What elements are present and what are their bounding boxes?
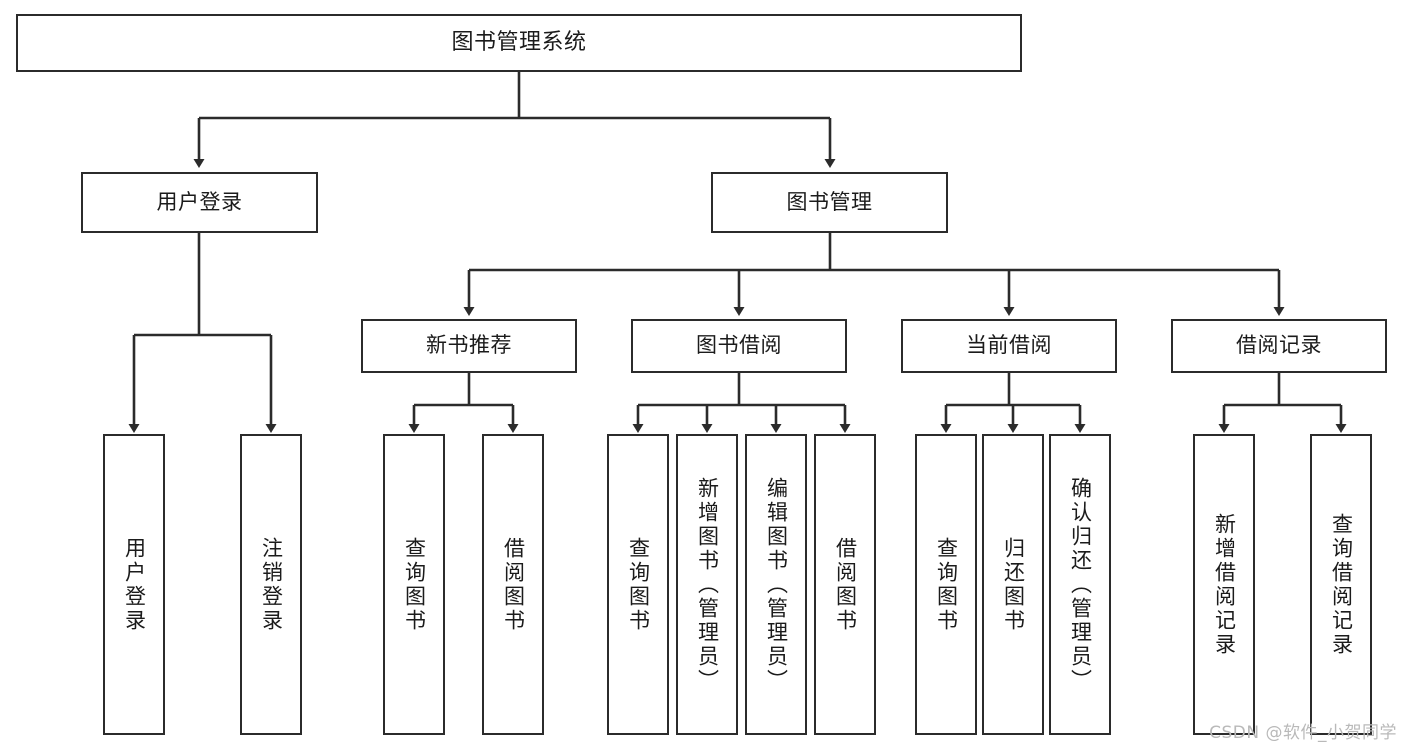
node-label: 查询借阅记录	[1329, 512, 1354, 657]
leaf-user-login-logout[interactable]: 注销登录	[240, 434, 302, 735]
node-label: 用户登录	[156, 189, 243, 214]
node-label: 新书推荐	[426, 333, 512, 358]
node-label: 查询图书	[402, 536, 427, 633]
node-label: 借阅记录	[1236, 333, 1322, 358]
node-label: 确认归还（管理员）	[1068, 476, 1093, 693]
node-label: 新增借阅记录	[1212, 512, 1237, 657]
node-new-book-recommend[interactable]: 新书推荐	[361, 319, 577, 373]
node-user-login[interactable]: 用户登录	[81, 172, 318, 233]
leaf-current-borrow-confirm-return[interactable]: 确认归还（管理员）	[1049, 434, 1111, 735]
node-label: 当前借阅	[966, 333, 1052, 358]
leaf-book-borrow-borrow[interactable]: 借阅图书	[814, 434, 876, 735]
node-label: 借阅图书	[833, 536, 858, 633]
leaf-current-borrow-return[interactable]: 归还图书	[982, 434, 1044, 735]
node-label: 图书借阅	[696, 333, 782, 358]
node-root-system[interactable]: 图书管理系统	[16, 14, 1022, 72]
leaf-book-borrow-add[interactable]: 新增图书（管理员）	[676, 434, 738, 735]
node-label: 归还图书	[1001, 536, 1026, 633]
node-label: 用户登录	[122, 536, 147, 633]
node-label: 查询图书	[626, 536, 651, 633]
leaf-user-login-login[interactable]: 用户登录	[103, 434, 165, 735]
node-current-borrow[interactable]: 当前借阅	[901, 319, 1117, 373]
leaf-new-book-borrow[interactable]: 借阅图书	[482, 434, 544, 735]
node-label: 图书管理系统	[451, 29, 587, 55]
node-label: 编辑图书（管理员）	[764, 476, 789, 693]
node-book-management[interactable]: 图书管理	[711, 172, 948, 233]
leaf-borrow-record-add[interactable]: 新增借阅记录	[1193, 434, 1255, 735]
node-borrow-record[interactable]: 借阅记录	[1171, 319, 1387, 373]
leaf-new-book-query[interactable]: 查询图书	[383, 434, 445, 735]
node-label: 新增图书（管理员）	[695, 476, 720, 693]
leaf-book-borrow-edit[interactable]: 编辑图书（管理员）	[745, 434, 807, 735]
node-label: 注销登录	[259, 536, 284, 633]
node-label: 借阅图书	[501, 536, 526, 633]
leaf-book-borrow-query[interactable]: 查询图书	[607, 434, 669, 735]
node-book-borrow[interactable]: 图书借阅	[631, 319, 847, 373]
watermark-text: CSDN @软件_小贺同学	[1209, 723, 1397, 743]
node-label: 查询图书	[934, 536, 959, 633]
leaf-borrow-record-query[interactable]: 查询借阅记录	[1310, 434, 1372, 735]
leaf-current-borrow-query[interactable]: 查询图书	[915, 434, 977, 735]
node-label: 图书管理	[786, 189, 873, 214]
